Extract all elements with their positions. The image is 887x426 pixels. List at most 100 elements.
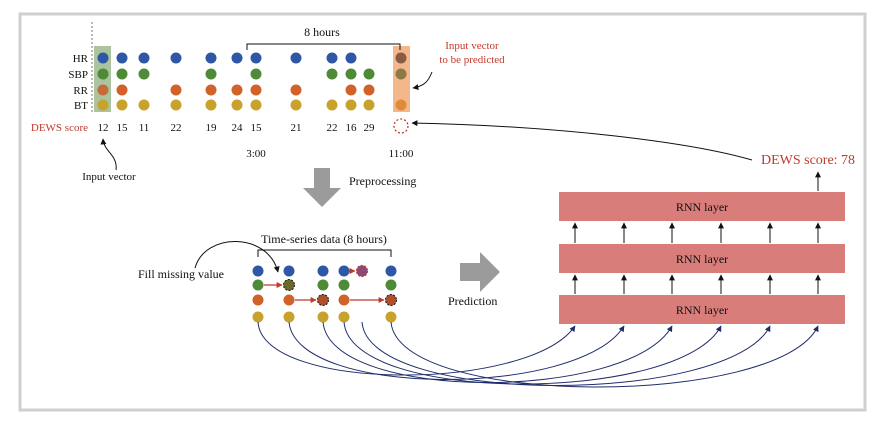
rr-dot bbox=[363, 84, 375, 96]
rnn-layer-top bbox=[559, 192, 845, 221]
predicted-vector-label-line1: Input vector bbox=[445, 40, 499, 52]
score-value: 15 bbox=[117, 122, 129, 134]
preprocessing-step: Preprocessing bbox=[303, 168, 416, 207]
input-curve bbox=[343, 321, 722, 385]
score-value: 24 bbox=[232, 122, 244, 134]
row-label-sbp: SBP bbox=[68, 69, 88, 81]
time-label-start: 3:00 bbox=[246, 148, 266, 160]
ts-rr-dot bbox=[283, 294, 295, 306]
score-value: 12 bbox=[98, 122, 109, 134]
ts-sbp-dot bbox=[385, 279, 397, 291]
rr-dot bbox=[231, 84, 243, 96]
prediction-step: Prediction bbox=[448, 252, 500, 308]
time-series-title: Time-series data (8 hours) bbox=[261, 232, 387, 246]
inter-layer-arrows bbox=[572, 171, 821, 294]
sbp-dot bbox=[326, 68, 338, 80]
ts-bt-dot bbox=[252, 311, 264, 323]
rr-dot bbox=[205, 84, 217, 96]
input-vector-arrow bbox=[100, 138, 117, 171]
rnn-layer-label: RNN layer bbox=[676, 252, 728, 266]
ts-hr-dot bbox=[385, 265, 397, 277]
rr-dot bbox=[290, 84, 302, 96]
hr-dot bbox=[395, 52, 407, 64]
predicted-score-placeholder bbox=[393, 118, 409, 134]
time-label-end: 11:00 bbox=[389, 148, 414, 160]
bt-dot bbox=[290, 99, 302, 111]
bt-dot bbox=[326, 99, 338, 111]
row-label-hr: HR bbox=[73, 53, 89, 65]
row-label-bt: BT bbox=[74, 100, 88, 112]
rnn-layer-label: RNN layer bbox=[676, 303, 728, 317]
preprocessing-arrow bbox=[303, 168, 341, 207]
ts-rr-dot-filled bbox=[317, 294, 329, 306]
rr-dot bbox=[97, 84, 109, 96]
ts-hr-dot-filled bbox=[355, 264, 369, 278]
ts-sbp-dot-filled bbox=[283, 279, 295, 291]
sbp-dot bbox=[116, 68, 128, 80]
input-vector-label: Input vector bbox=[82, 171, 136, 183]
time-series-panel: Time-series data (8 hours) Fill missing … bbox=[138, 232, 397, 323]
rnn-panel: RNN layer RNN layer RNN layer DEWS score… bbox=[411, 120, 855, 324]
sbp-dot bbox=[250, 68, 262, 80]
ts-bt-dot bbox=[283, 311, 295, 323]
ts-sbp-dot bbox=[317, 279, 329, 291]
rnn-layer-label: RNN layer bbox=[676, 200, 728, 214]
prediction-arrow bbox=[460, 252, 500, 292]
score-value: 22 bbox=[171, 122, 182, 134]
hr-dot bbox=[345, 52, 357, 64]
ts-rr-dot bbox=[252, 294, 264, 306]
sbp-dot bbox=[97, 68, 109, 80]
preprocessing-label: Preprocessing bbox=[349, 174, 416, 188]
hr-dot bbox=[231, 52, 243, 64]
row-label-rr: RR bbox=[73, 85, 88, 97]
predicted-vector-label-line2: to be predicted bbox=[439, 54, 505, 66]
bt-dot bbox=[97, 99, 109, 111]
rr-dot bbox=[116, 84, 128, 96]
input-data-panel: HR SBP RR BT DEWS score bbox=[31, 22, 505, 183]
fill-missing-label: Fill missing value bbox=[138, 267, 224, 281]
hr-dot bbox=[205, 52, 217, 64]
bt-dot bbox=[170, 99, 182, 111]
rr-dot bbox=[170, 84, 182, 96]
bt-dot bbox=[250, 99, 262, 111]
score-value: 21 bbox=[291, 122, 302, 134]
sbp-dot bbox=[395, 68, 407, 80]
ts-rr-dot-filled bbox=[385, 294, 397, 306]
sbp-dot bbox=[363, 68, 375, 80]
score-value: 16 bbox=[346, 122, 358, 134]
ts-rr-dot bbox=[338, 294, 350, 306]
input-curve bbox=[288, 321, 625, 380]
bt-dot bbox=[363, 99, 375, 111]
ts-hr-dot bbox=[338, 265, 350, 277]
bt-dot bbox=[395, 99, 407, 111]
score-value: 11 bbox=[139, 122, 150, 134]
ts-sbp-dot bbox=[252, 279, 264, 291]
eight-hours-bracket bbox=[246, 43, 401, 50]
rr-dot bbox=[345, 84, 357, 96]
sbp-dot bbox=[138, 68, 150, 80]
hr-dot bbox=[250, 52, 262, 64]
hr-dot bbox=[326, 52, 338, 64]
hr-dot bbox=[116, 52, 128, 64]
score-value: 15 bbox=[251, 122, 263, 134]
bt-dot bbox=[345, 99, 357, 111]
input-curve bbox=[257, 321, 576, 376]
ts-bt-dot bbox=[338, 311, 350, 323]
bt-dot bbox=[138, 99, 150, 111]
input-curve bbox=[390, 321, 819, 388]
input-connections bbox=[257, 321, 819, 388]
ts-hr-dot bbox=[252, 265, 264, 277]
time-series-bracket bbox=[257, 249, 392, 257]
rnn-layer-bottom bbox=[559, 295, 845, 324]
bt-dot bbox=[231, 99, 243, 111]
score-value: 19 bbox=[206, 122, 218, 134]
predicted-vector-arrow bbox=[412, 71, 433, 90]
score-value: 29 bbox=[364, 122, 376, 134]
ts-sbp-dot bbox=[338, 279, 350, 291]
fill-missing-arrow bbox=[194, 241, 280, 273]
feedback-arrow bbox=[411, 120, 753, 161]
sbp-dot bbox=[205, 68, 217, 80]
score-label: DEWS score bbox=[31, 122, 88, 134]
sbp-dot bbox=[345, 68, 357, 80]
